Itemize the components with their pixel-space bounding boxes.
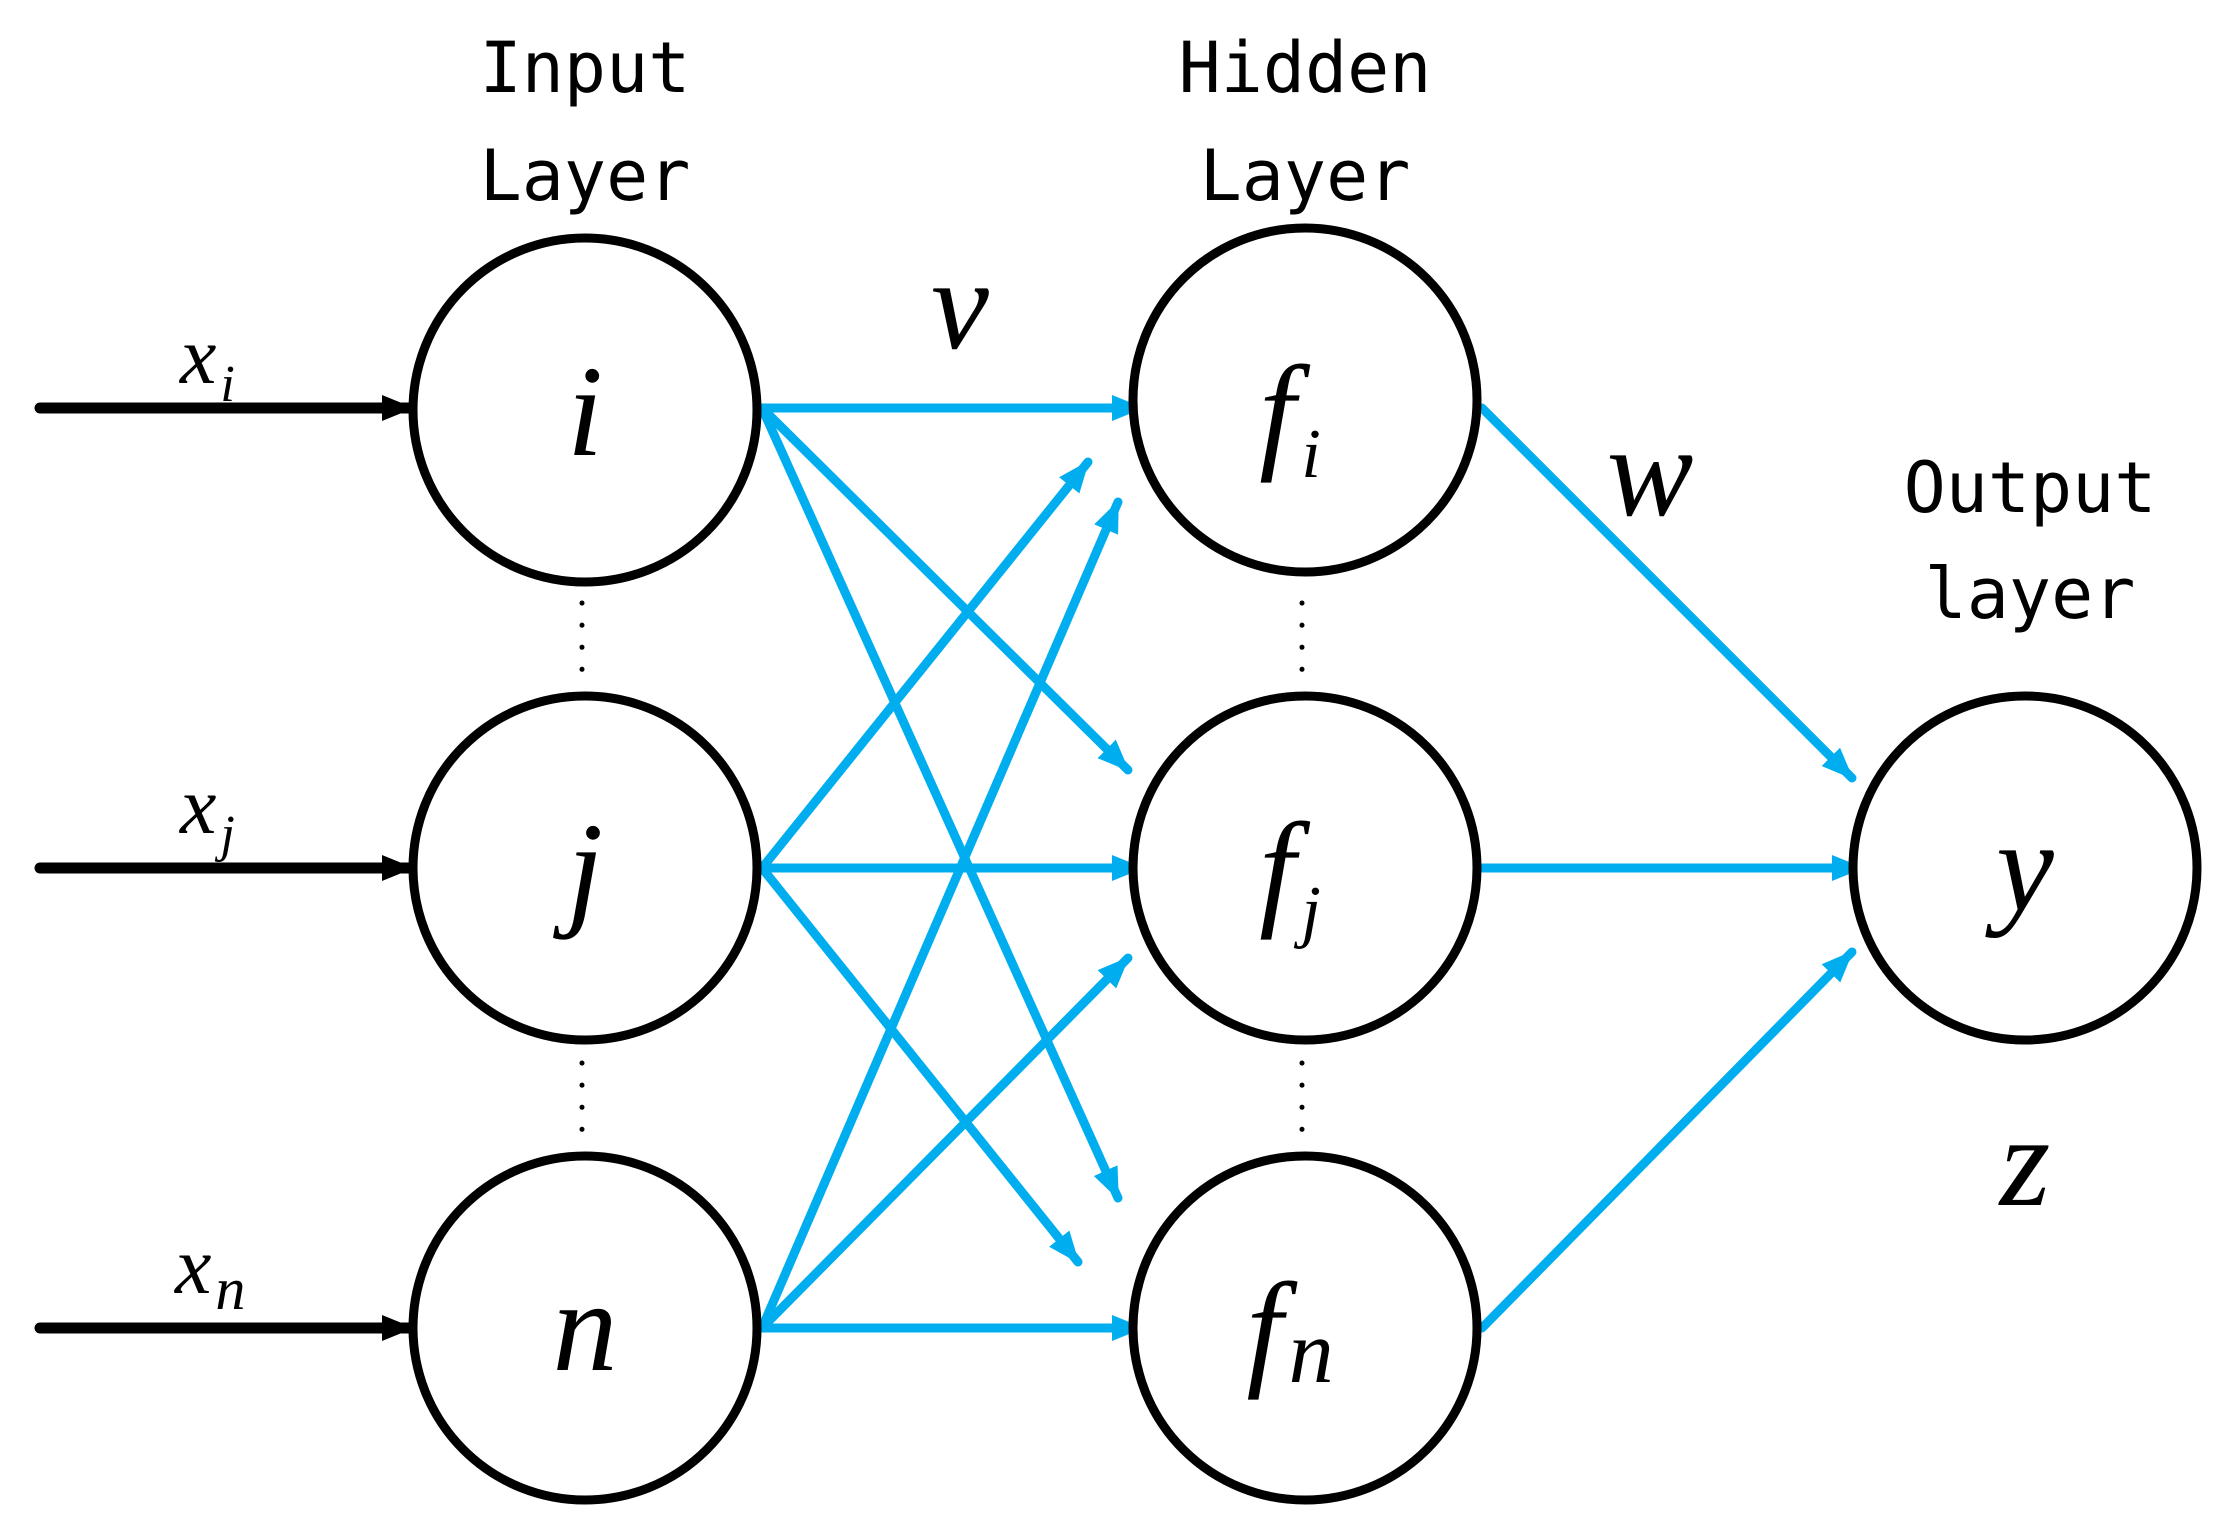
connection-fn-y — [1477, 947, 1857, 1333]
output-node-label-y: y — [1985, 795, 2054, 939]
hidden-node-fi — [1128, 223, 1482, 577]
connection-n-fi — [757, 497, 1123, 1333]
connections — [757, 395, 1867, 1341]
hidden-layer-title-line2: Layer — [1200, 135, 1411, 217]
output-node-y — [1848, 691, 2202, 1045]
input-arrows — [34, 395, 418, 1341]
input-label-xn: xn — [174, 1220, 245, 1322]
input-label-xj: xj — [179, 760, 235, 863]
hidden-node-fj — [1128, 691, 1482, 1045]
input-node-label-n: n — [553, 1255, 618, 1399]
connection-j-fn — [757, 863, 1083, 1267]
input-node-label-i: i — [567, 340, 603, 484]
connection-j-fi — [757, 457, 1093, 873]
hidden-node-fn — [1128, 1151, 1482, 1505]
weight-label-v: v — [931, 233, 989, 377]
input-label-xi: xi — [179, 310, 235, 413]
input-layer-title-line1: Input — [480, 27, 691, 109]
output-layer-title-line2: layer — [1925, 553, 2136, 635]
input-node-i — [408, 233, 762, 587]
input-node-n — [408, 1151, 762, 1505]
output-layer-title-line1: Output — [1904, 447, 2157, 529]
input-layer-title-line2: Layer — [480, 135, 691, 217]
hidden-layer-title-line1: Hidden — [1179, 27, 1432, 109]
input-node-j — [408, 691, 762, 1045]
connection-n-fj — [757, 953, 1133, 1333]
connection-i-fj — [757, 403, 1133, 775]
connection-i-fn — [757, 403, 1123, 1203]
weight-label-z: z — [1998, 1090, 2051, 1234]
weight-label-w: w — [1607, 400, 1694, 544]
connection-fi-y — [1477, 403, 1857, 783]
